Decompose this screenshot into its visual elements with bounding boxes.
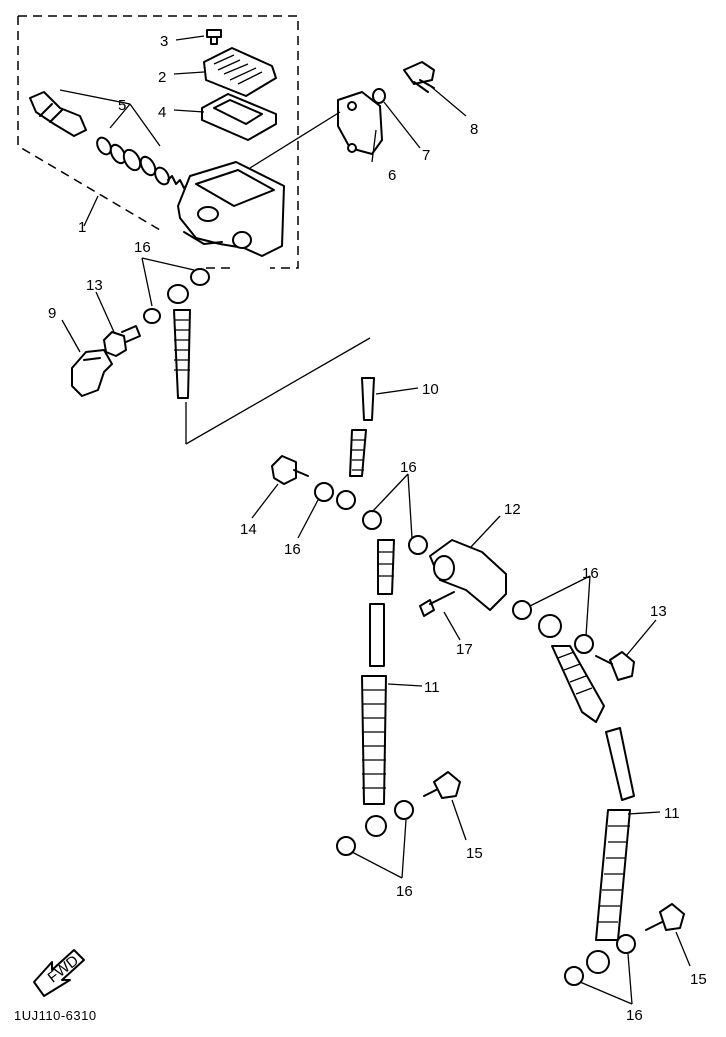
part-13-union-bolt-upper xyxy=(103,325,141,357)
part-8-bolt xyxy=(403,61,435,93)
label-4: 4 xyxy=(158,104,166,121)
washer-16-i xyxy=(574,634,594,654)
label-15-left: 15 xyxy=(466,845,483,862)
label-5: 5 xyxy=(118,97,126,114)
part-1-master-cylinder-body xyxy=(177,161,285,257)
washer-16-f xyxy=(336,836,356,856)
label-16-upper: 16 xyxy=(134,239,151,256)
label-6: 6 xyxy=(388,167,396,184)
forward-arrow-icon: FWD xyxy=(33,949,85,997)
hose-route-line xyxy=(185,337,371,445)
part-12-joint xyxy=(429,539,507,611)
label-13-upper: 13 xyxy=(86,277,103,294)
label-16-lower-left: 16 xyxy=(396,883,413,900)
diagram-code: 1UJ110-6310 xyxy=(14,1008,97,1023)
part-5-piston-kit xyxy=(29,91,189,189)
part-9-elbow-fitting xyxy=(71,349,113,397)
label-13-right: 13 xyxy=(650,603,667,620)
label-7: 7 xyxy=(422,147,430,164)
label-10: 10 xyxy=(422,381,439,398)
part-17-screw xyxy=(419,591,455,617)
label-11-right: 11 xyxy=(664,805,680,822)
label-15-right: 15 xyxy=(690,971,707,988)
label-9: 9 xyxy=(48,305,56,322)
label-14: 14 xyxy=(240,521,257,538)
label-16-lower-right: 16 xyxy=(626,1007,643,1024)
label-11-left: 11 xyxy=(424,679,440,696)
leader-lines xyxy=(59,35,691,1005)
part-6-holder xyxy=(337,91,383,155)
washer-16-j xyxy=(564,966,584,986)
washer-16-k xyxy=(616,934,636,954)
washer-16-c xyxy=(314,482,334,502)
assembly-dashed-outline xyxy=(17,15,299,269)
hose-upper-banjo xyxy=(167,284,191,399)
part-13-union-bolt-right xyxy=(595,651,635,681)
part-2-reservoir-cap xyxy=(203,47,277,97)
label-16-left-mid: 16 xyxy=(284,541,301,558)
label-1: 1 xyxy=(78,219,86,236)
label-2: 2 xyxy=(158,69,166,86)
label-17: 17 xyxy=(456,641,473,658)
part-14-bolt xyxy=(271,455,309,485)
part-15-union-bolt-left xyxy=(423,771,461,799)
washer-16-h xyxy=(512,600,532,620)
label-8: 8 xyxy=(470,121,478,138)
part-4-diaphragm xyxy=(201,93,277,141)
part-15-union-bolt-right xyxy=(645,903,685,931)
washer-16-a xyxy=(143,308,161,324)
part-7-washer xyxy=(372,88,386,104)
part-3-screw xyxy=(206,29,222,45)
washer-16-d xyxy=(362,510,382,530)
label-12: 12 xyxy=(504,501,521,518)
label-16-middle: 16 xyxy=(400,459,417,476)
label-3: 3 xyxy=(160,33,168,50)
part-11-brake-hose-left xyxy=(361,539,395,837)
washer-16-b xyxy=(190,268,210,286)
part-10-brake-hose xyxy=(336,377,375,510)
washer-16-g xyxy=(394,800,414,820)
washer-16-e xyxy=(408,535,428,555)
label-16-right: 16 xyxy=(582,565,599,582)
part-number-labels: 1 2 3 4 5 6 7 8 9 10 11 11 12 13 13 14 1… xyxy=(48,33,707,1024)
part-11-brake-hose-right xyxy=(538,614,635,974)
